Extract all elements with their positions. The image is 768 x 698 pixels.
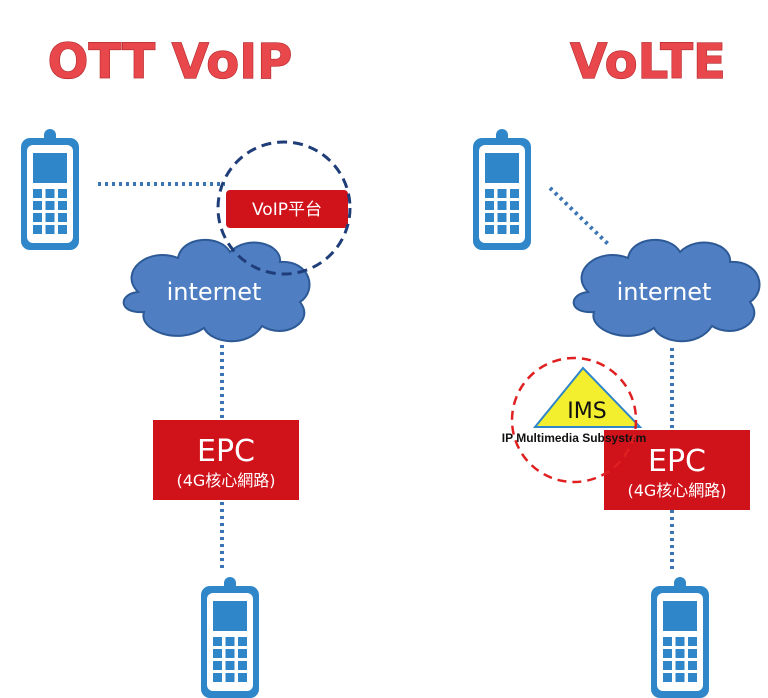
internet-cloud-icon: internet bbox=[572, 238, 761, 343]
epc-sublabel: (4G核心網路) bbox=[176, 471, 275, 490]
mobile-phone-icon bbox=[473, 129, 531, 250]
ims-highlight-circle bbox=[510, 356, 638, 484]
voip-platform: VoIP平台 bbox=[226, 190, 348, 228]
epc-label: EPC bbox=[197, 434, 255, 469]
ott-voip-title: OTT VoIP bbox=[48, 34, 293, 90]
mobile-phone-icon bbox=[651, 577, 709, 698]
mobile-phone-icon bbox=[201, 577, 259, 698]
internet-cloud-icon: internet bbox=[122, 238, 311, 343]
ims-triangle-icon bbox=[532, 366, 643, 428]
ims-label: IMS bbox=[567, 399, 606, 424]
internet-cloud-label: internet bbox=[167, 278, 262, 306]
ims-sublabel: IP Multimedia Subsystem bbox=[502, 431, 647, 445]
epc-box-left: EPC (4G核心網路) bbox=[153, 420, 299, 500]
epc-label: EPC bbox=[648, 444, 706, 479]
voip-platform-highlight-circle bbox=[216, 140, 352, 276]
epc-sublabel: (4G核心網路) bbox=[627, 481, 726, 500]
internet-cloud-label: internet bbox=[617, 278, 712, 306]
epc-box-right: EPC (4G核心網路) bbox=[604, 430, 750, 510]
voip-platform-label: VoIP平台 bbox=[252, 200, 322, 220]
ims-node: IMS IP Multimedia Subsystem bbox=[502, 366, 647, 445]
link-phone-to-internet-right bbox=[548, 186, 610, 246]
volte-title: VoLTE bbox=[570, 34, 726, 90]
mobile-phone-icon bbox=[21, 129, 79, 250]
